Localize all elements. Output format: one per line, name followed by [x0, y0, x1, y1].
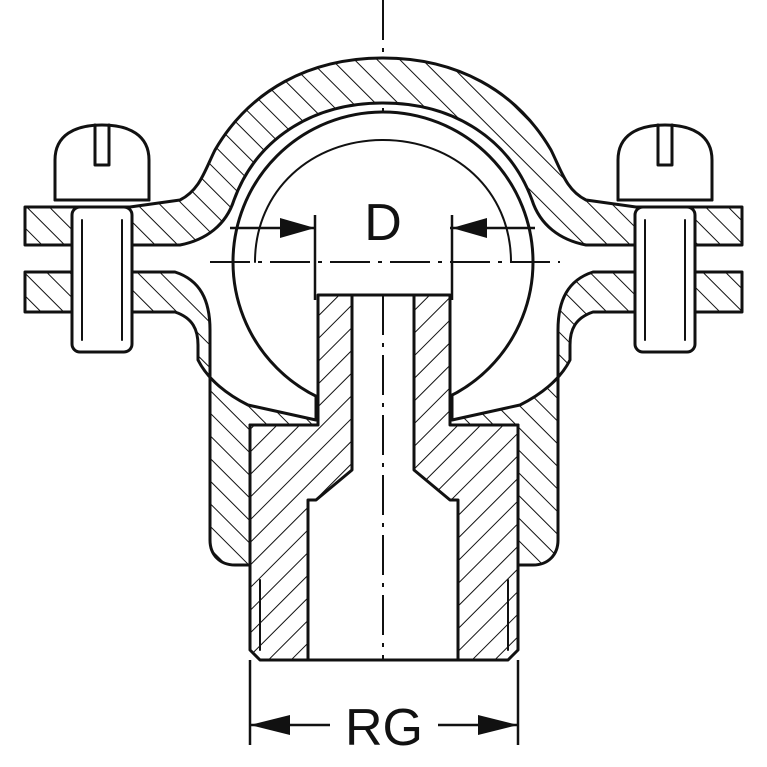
thread-size-label: RG [345, 699, 423, 757]
right-screw [616, 123, 714, 354]
diameter-dimension [230, 215, 535, 300]
thread-dimension [248, 660, 520, 745]
ball-inner-contour [254, 138, 512, 263]
diameter-label: D [364, 194, 402, 252]
left-screw [53, 123, 151, 354]
upper-clamp-cap [23, 56, 744, 247]
